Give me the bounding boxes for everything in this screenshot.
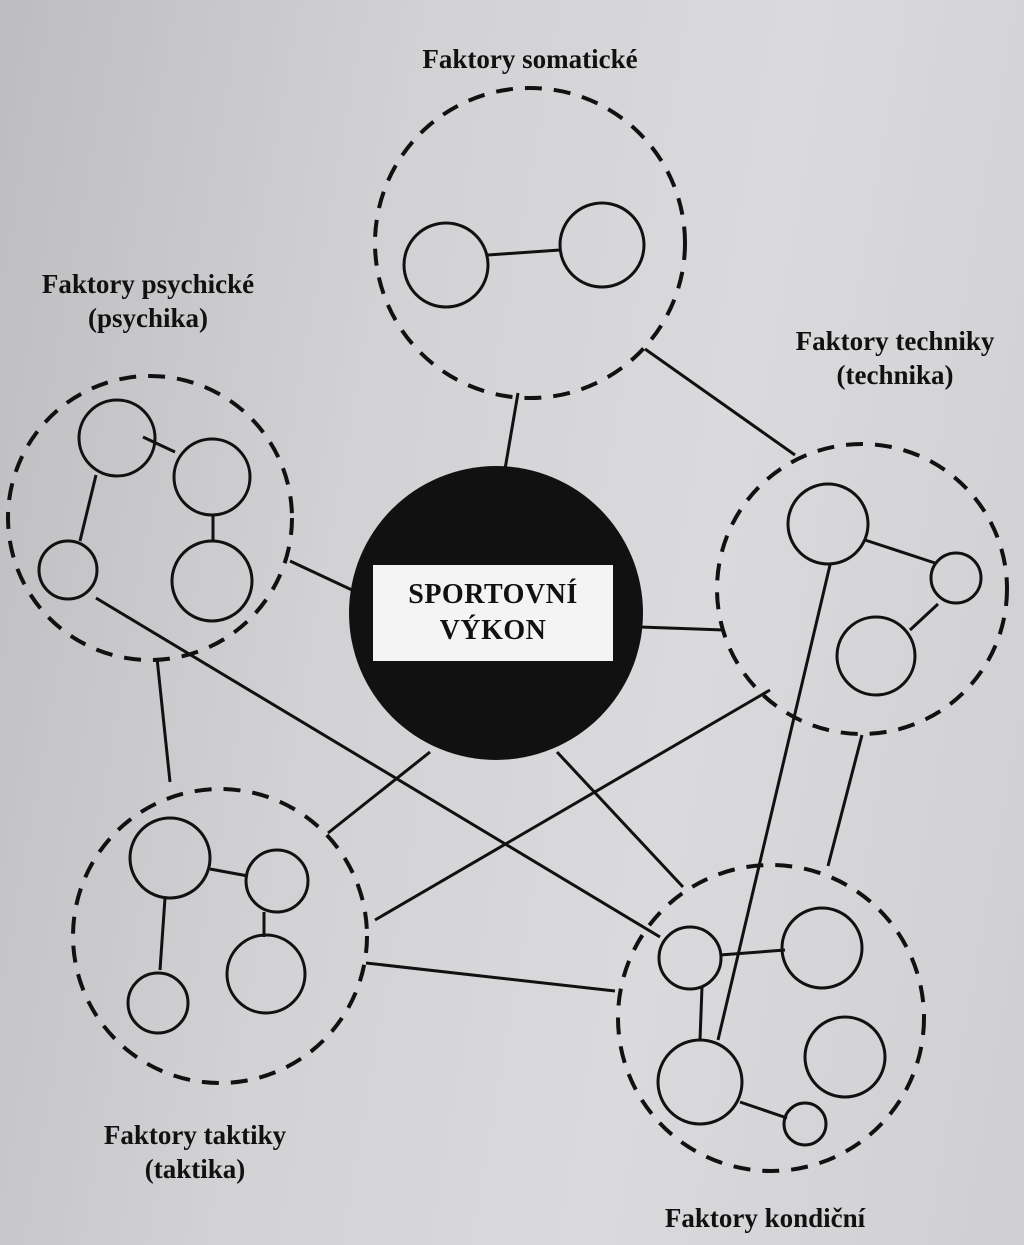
somatic-node-1	[402, 221, 490, 309]
label-technique: Faktory techniky (technika)	[775, 324, 1015, 392]
connector-center-condition	[555, 750, 685, 889]
connector-center-psychic	[289, 559, 353, 592]
psychic-link-1	[142, 435, 176, 454]
technique-node-3	[835, 615, 917, 697]
connector-technique-condition	[826, 734, 864, 867]
condition-link-2	[698, 986, 704, 1041]
group-somatic	[373, 86, 687, 400]
connector-center-tactics	[327, 750, 431, 835]
psychic-boundary	[6, 374, 294, 662]
condition-node-2	[780, 906, 864, 990]
tactics-link-1	[209, 867, 249, 878]
label-tactics: Faktory taktiky (taktika)	[70, 1118, 320, 1186]
tactics-node-3	[225, 933, 307, 1015]
psychic-node-1	[77, 398, 157, 478]
tactics-node-4	[126, 971, 190, 1035]
label-psychic: Faktory psychické (psychika)	[18, 267, 278, 335]
label-technique-line1: Faktory techniky	[795, 326, 995, 356]
group-psychic	[6, 374, 294, 662]
psychic-node-3	[170, 539, 254, 623]
center-label-line1: SPORTOVNÍ	[408, 579, 578, 610]
connector-technique-inner-condition	[716, 564, 832, 1041]
psychic-node-2	[172, 437, 252, 517]
connector-lines	[95, 347, 864, 1041]
label-somatic-line1: Faktory somatické	[422, 44, 638, 74]
label-tactics-line2: (taktika)	[144, 1154, 246, 1184]
tactics-node-1	[128, 816, 212, 900]
condition-node-1	[657, 925, 723, 991]
technique-node-2	[929, 551, 983, 605]
condition-boundary	[616, 863, 926, 1173]
psychic-link-3	[78, 474, 98, 542]
center-label-line2: VÝKON	[439, 615, 547, 646]
connector-center-somatic	[502, 392, 520, 476]
center-label-box: SPORTOVNÍ VÝKON	[373, 565, 613, 661]
connector-psychic-tactics	[155, 657, 172, 783]
condition-link-1	[719, 948, 786, 957]
label-tactics-line1: Faktory taktiky	[103, 1120, 287, 1150]
label-psychic-line1: Faktory psychické	[41, 269, 255, 299]
connector-somatic-technique	[644, 347, 796, 457]
technique-node-1	[786, 482, 870, 566]
connector-center-technique	[639, 625, 725, 632]
somatic-link	[487, 248, 561, 257]
psychic-node-4	[37, 539, 99, 601]
somatic-boundary	[373, 86, 687, 400]
tactics-link-3	[158, 897, 167, 971]
somatic-node-2	[558, 201, 646, 289]
label-condition-line1: Faktory kondiční	[664, 1203, 866, 1233]
group-technique	[715, 442, 1009, 736]
condition-link-3	[739, 1100, 788, 1120]
technique-link-2	[908, 602, 940, 632]
tactics-node-2	[244, 848, 310, 914]
label-condition: Faktory kondiční	[630, 1201, 900, 1235]
label-somatic: Faktory somatické	[380, 42, 680, 76]
label-technique-line2: (technika)	[836, 360, 954, 390]
technique-link-1	[864, 538, 936, 565]
technique-boundary	[715, 442, 1009, 736]
condition-node-3	[656, 1038, 744, 1126]
connector-tactics-condition	[365, 961, 616, 993]
condition-node-4	[803, 1015, 887, 1099]
label-psychic-line2: (psychika)	[87, 303, 209, 333]
tactics-boundary	[71, 787, 369, 1085]
group-condition	[616, 863, 926, 1173]
group-tactics	[71, 787, 369, 1085]
condition-node-5	[782, 1101, 828, 1147]
connector-tactics-technique	[374, 688, 771, 922]
